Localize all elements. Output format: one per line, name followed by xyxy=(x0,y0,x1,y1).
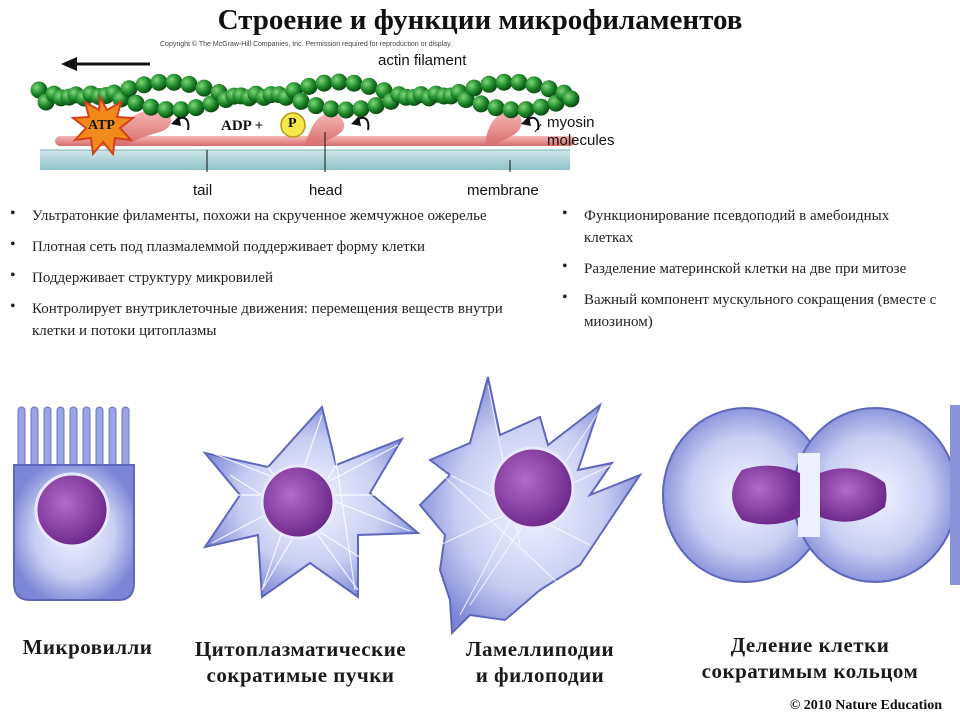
lamellipodia-cell xyxy=(418,376,643,636)
actin-bead xyxy=(360,77,378,95)
myosin-head xyxy=(485,111,522,146)
actin-bead xyxy=(150,73,168,91)
caption-microvilli: Микровилли xyxy=(22,635,153,659)
label-tail: tail xyxy=(193,182,213,199)
copyright-note: Copyright © The McGraw-Hill Companies, I… xyxy=(160,41,453,48)
actin-bead xyxy=(330,73,348,91)
actin-bead xyxy=(322,100,340,118)
actin-myosin-diagram: actin filament myosin molecules ATP ADP … xyxy=(25,52,645,202)
actin-bead xyxy=(367,97,385,115)
label-molecules: molecules xyxy=(547,132,615,149)
actin-bead xyxy=(135,76,153,94)
caption-contractile-bundles: Цитоплазматические сократимые пучки xyxy=(194,637,407,687)
myosin-head xyxy=(305,113,345,146)
bullet-item: Функционирование псевдоподий в амебоидны… xyxy=(562,203,942,249)
actin-bead xyxy=(142,98,160,116)
actin-bead xyxy=(157,101,175,119)
bullet-item: Разделение материнской клетки на две при… xyxy=(562,256,942,280)
actin-bead xyxy=(525,76,543,94)
actin-bead xyxy=(517,101,535,119)
actin-bead xyxy=(172,101,190,119)
actin-bead xyxy=(540,80,558,98)
actin-bead xyxy=(487,99,505,117)
label-myosin: myosin xyxy=(547,114,595,131)
label-head: head xyxy=(309,182,343,199)
contractile-bundles-cell xyxy=(202,404,421,599)
actin-bead xyxy=(187,99,205,117)
membrane-band xyxy=(40,150,570,170)
actin-bead xyxy=(495,73,513,91)
bullet-list-right: Функционирование псевдоподий в амебоидны… xyxy=(562,203,942,342)
bullet-list-left: Ультратонкие филаменты, похожи на скруче… xyxy=(10,203,535,351)
bullet-item: Плотная сеть под плазмалеммой поддержива… xyxy=(10,234,535,258)
label-phosphate: P xyxy=(288,116,297,131)
page-title: Строение и функции микрофиламентов xyxy=(217,4,743,36)
caption-lamellipodia: Ламеллиподии и филоподии xyxy=(465,637,615,687)
actin-bead xyxy=(300,77,318,95)
actin-filament xyxy=(30,73,580,119)
actin-bead xyxy=(315,74,333,92)
actin-bead xyxy=(465,79,483,97)
actin-bead xyxy=(165,73,183,91)
bullet-item: Важный компонент мускульного сокращения … xyxy=(562,287,942,333)
bullet-item: Контролирует внутриклеточные движения: п… xyxy=(10,296,535,342)
actin-bead xyxy=(502,101,520,119)
actin-bead xyxy=(292,92,310,110)
atp-starburst xyxy=(70,93,136,157)
actin-bead xyxy=(120,80,138,98)
actin-bead xyxy=(307,97,325,115)
actin-bead xyxy=(127,94,145,112)
actin-bead xyxy=(472,95,490,113)
phosphate-circle xyxy=(280,112,306,138)
bullet-item: Ультратонкие филаменты, похожи на скруче… xyxy=(10,203,535,227)
label-atp: ATP xyxy=(88,118,115,133)
actin-bead xyxy=(337,101,355,119)
actin-bead xyxy=(195,79,213,97)
actin-bead xyxy=(345,74,363,92)
actin-bead xyxy=(562,90,580,108)
actin-bead xyxy=(480,75,498,93)
cell-illustrations xyxy=(0,365,960,640)
dividing-cell xyxy=(662,405,960,585)
label-membrane: membrane xyxy=(467,182,539,199)
credit-text: © 2010 Nature Education xyxy=(789,698,942,713)
caption-cell-division: Деление клетки сократимым кольцом xyxy=(701,633,919,683)
label-actin-filament: actin filament xyxy=(378,52,467,69)
label-adp: ADP + xyxy=(221,118,264,134)
microvilli-cell xyxy=(13,406,135,601)
actin-bead xyxy=(352,100,370,118)
actin-bead xyxy=(180,75,198,93)
actin-bead xyxy=(532,98,550,116)
actin-bead xyxy=(510,73,528,91)
bullet-item: Поддерживает структуру микровилей xyxy=(10,265,535,289)
